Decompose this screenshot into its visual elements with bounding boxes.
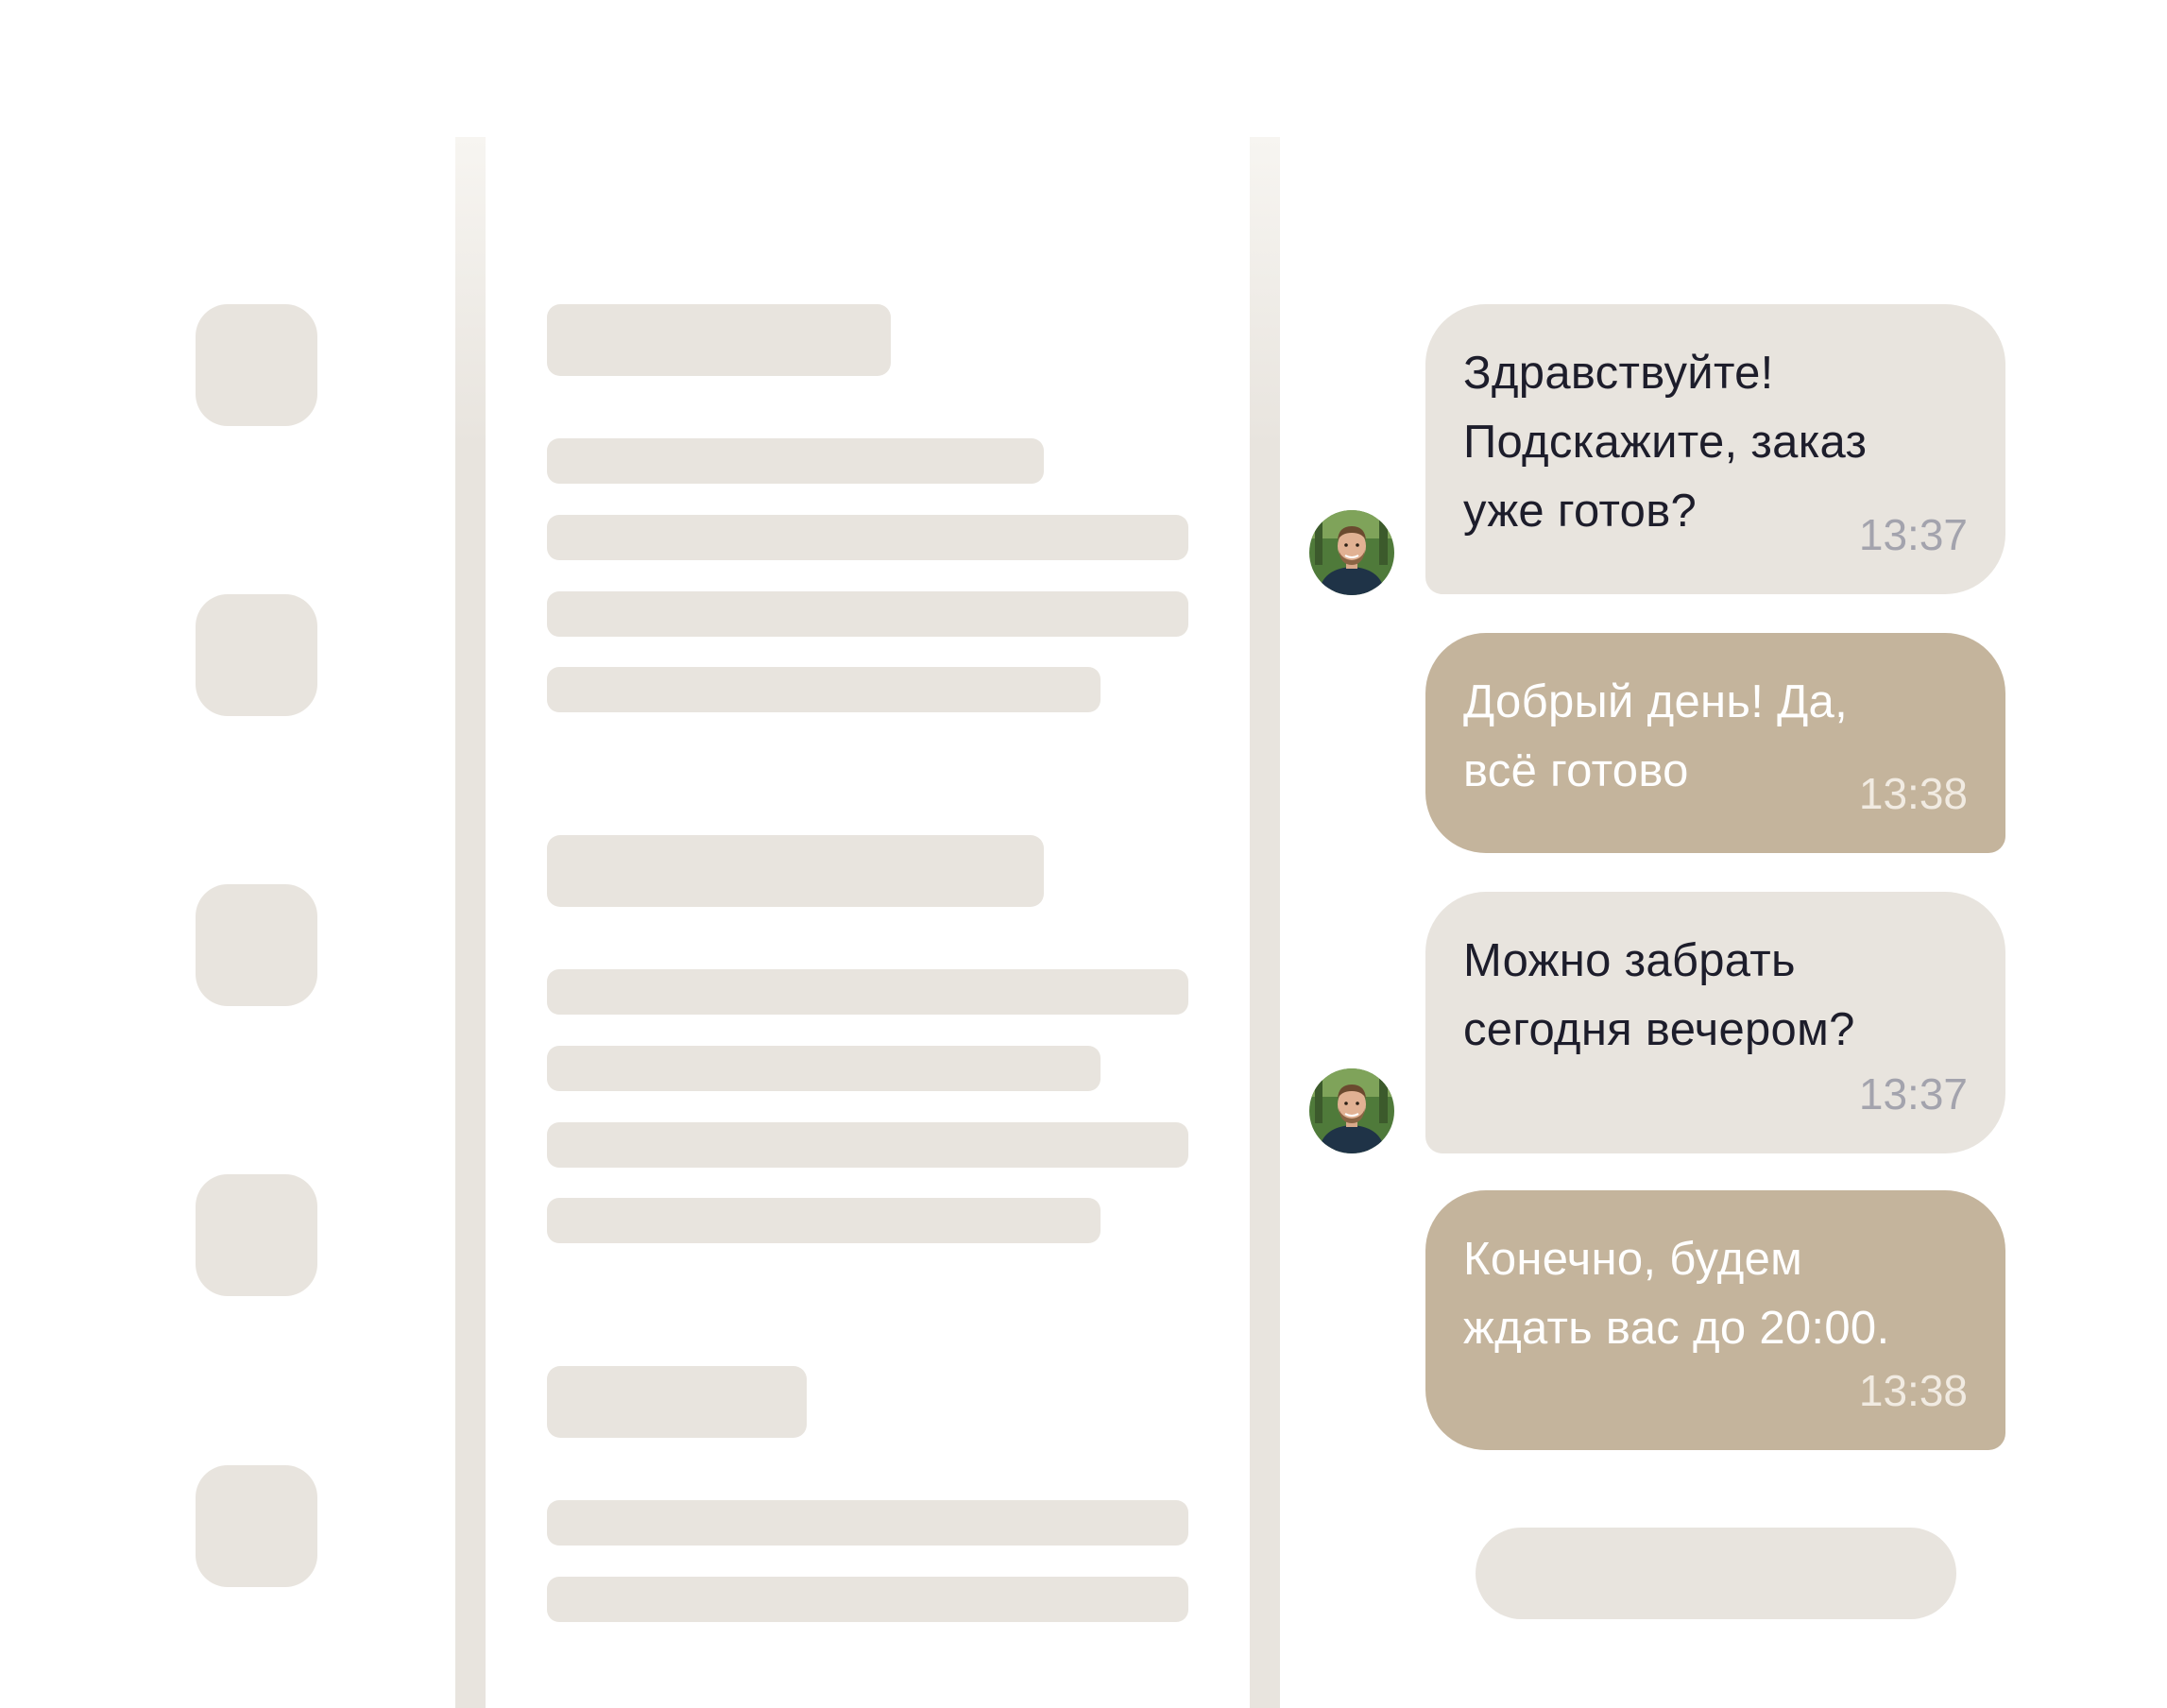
nav-placeholder-icon-1[interactable]: [196, 304, 317, 426]
message-time: 13:38: [1858, 769, 1968, 818]
message-text: Конечно, будем ждать вас до 20:00.: [1463, 1234, 1890, 1354]
skeleton-line: [547, 1198, 1101, 1243]
message-text: Здравствуйте! Подскажите, заказ уже гото…: [1463, 348, 1868, 537]
skeleton-heading: [547, 1366, 807, 1438]
content-divider: [1250, 137, 1280, 1708]
nav-placeholder-icon-4[interactable]: [196, 1174, 317, 1296]
nav-placeholder-icon-2[interactable]: [196, 594, 317, 716]
message-text: Добрый день! Да, всё готово: [1463, 676, 1849, 796]
nav-placeholder-icon-5[interactable]: [196, 1465, 317, 1587]
skeleton-line: [547, 1122, 1188, 1168]
skeleton-line: [547, 438, 1044, 484]
skeleton-heading: [547, 835, 1044, 907]
skeleton-line: [547, 515, 1188, 560]
skeleton-line: [547, 969, 1188, 1015]
message-incoming[interactable]: Можно забрать сегодня вечером? 13:37: [1425, 892, 2005, 1153]
message-time: 13:37: [1858, 1069, 1968, 1119]
skeleton-line: [547, 1046, 1101, 1091]
message-time: 13:37: [1858, 510, 1968, 559]
skeleton-line: [547, 591, 1188, 637]
skeleton-line: [547, 1577, 1188, 1622]
user-avatar[interactable]: [1309, 1068, 1394, 1153]
skeleton-heading: [547, 304, 891, 376]
avatar-photo-icon: [1309, 510, 1394, 595]
message-input[interactable]: [1476, 1528, 1956, 1619]
avatar-photo-icon: [1309, 1068, 1394, 1153]
sidebar-divider: [455, 137, 486, 1708]
nav-placeholder-icon-3[interactable]: [196, 884, 317, 1006]
skeleton-line: [547, 1500, 1188, 1546]
message-text: Можно забрать сегодня вечером?: [1463, 935, 1855, 1055]
user-avatar[interactable]: [1309, 510, 1394, 595]
message-time: 13:38: [1858, 1366, 1968, 1415]
skeleton-line: [547, 667, 1101, 712]
message-outgoing[interactable]: Добрый день! Да, всё готово 13:38: [1425, 633, 2005, 853]
message-incoming[interactable]: Здравствуйте! Подскажите, заказ уже гото…: [1425, 304, 2005, 594]
message-outgoing[interactable]: Конечно, будем ждать вас до 20:00. 13:38: [1425, 1190, 2005, 1450]
